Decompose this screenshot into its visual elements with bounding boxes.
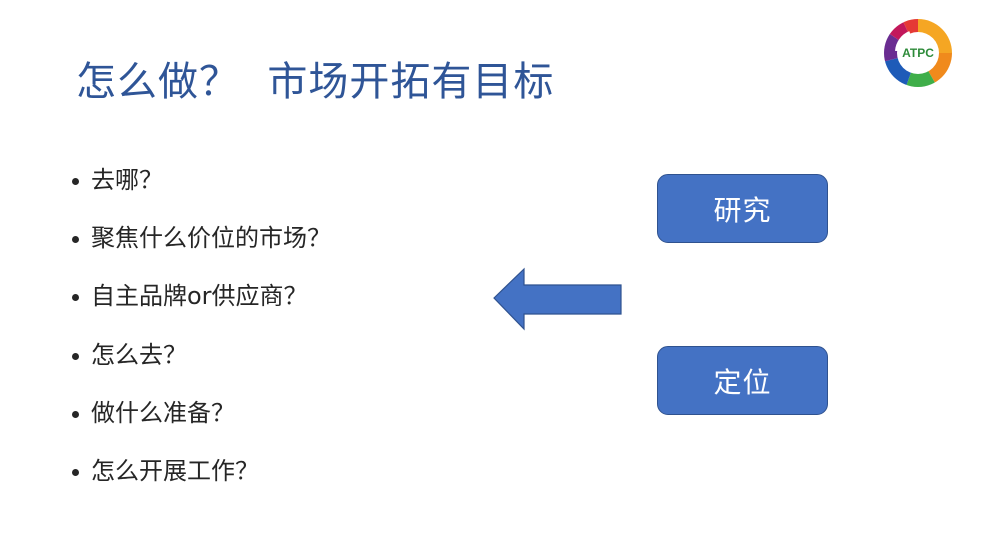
bullet-text: 怎么去？ bbox=[91, 341, 187, 369]
left-arrow-icon bbox=[490, 264, 626, 334]
bullet-text: 做什么准备？ bbox=[91, 399, 235, 427]
bullet-item: 聚焦什么价位的市场？ bbox=[72, 222, 331, 254]
bullet-item: 怎么去？ bbox=[72, 339, 187, 371]
bullet-item: 做什么准备？ bbox=[72, 397, 235, 429]
positioning-box-label: 定位 bbox=[713, 365, 772, 399]
bullet-item: 怎么开展工作？ bbox=[72, 455, 259, 487]
bullet-item: 去哪？ bbox=[72, 164, 163, 196]
bullet-item: 自主品牌or供应商？ bbox=[72, 280, 308, 312]
logo-text: ATPC bbox=[902, 46, 934, 60]
bullet-dot-icon bbox=[72, 410, 79, 418]
slide-title: 怎么做？ 市场开拓有目标 bbox=[76, 59, 555, 105]
bullet-text: 怎么开展工作？ bbox=[91, 457, 259, 485]
bullet-text: 去哪？ bbox=[91, 166, 163, 194]
research-box: 研究 bbox=[657, 174, 828, 243]
atpc-logo-icon: ATPC bbox=[880, 18, 956, 88]
bullet-dot-icon bbox=[72, 352, 79, 360]
positioning-box: 定位 bbox=[657, 346, 828, 415]
research-box-label: 研究 bbox=[713, 193, 772, 227]
bullet-text: 聚焦什么价位的市场？ bbox=[91, 224, 331, 252]
bullet-dot-icon bbox=[72, 177, 79, 185]
bullet-text: 自主品牌or供应商？ bbox=[91, 282, 308, 310]
bullet-dot-icon bbox=[72, 235, 79, 243]
bullet-dot-icon bbox=[72, 293, 79, 301]
bullet-dot-icon bbox=[72, 468, 79, 476]
